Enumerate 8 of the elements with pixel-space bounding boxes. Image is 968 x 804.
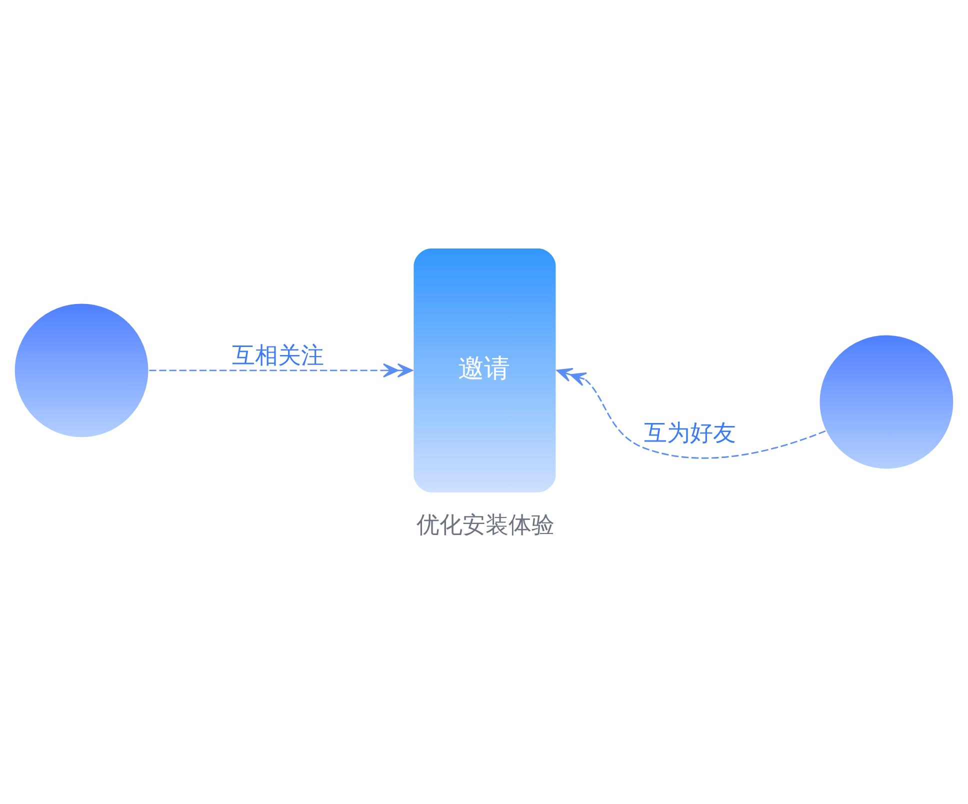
node-person <box>13 302 150 439</box>
node-person <box>818 334 955 470</box>
arrow <box>556 368 826 459</box>
edge-label: 互为好友 <box>644 420 736 446</box>
edge-label: 互相关注 <box>232 342 324 369</box>
arrow <box>149 363 413 378</box>
node-label: 优化安装体验 <box>416 512 555 538</box>
node-box: 邀请 <box>414 248 556 492</box>
